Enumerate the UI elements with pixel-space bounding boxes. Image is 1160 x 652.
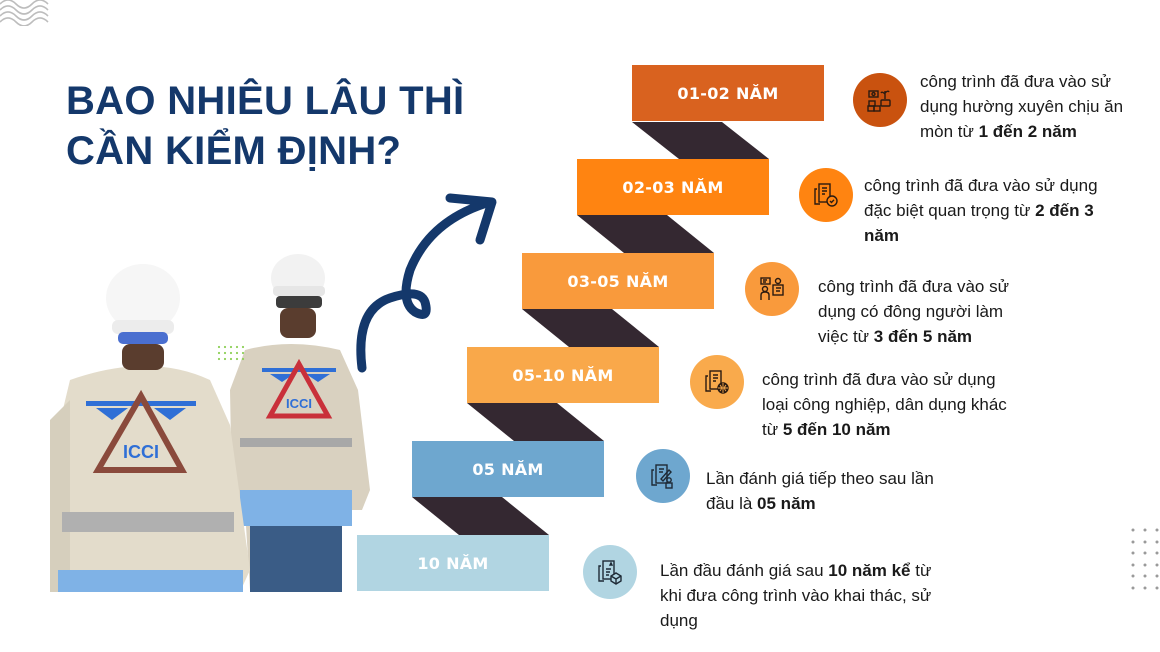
step-icon-5 xyxy=(636,449,690,503)
step-description-4: công trình đã đưa vào sử dụng loại công … xyxy=(762,370,1007,439)
step-label: 01-02 NĂM xyxy=(677,83,779,103)
step-icon-2 xyxy=(799,168,853,222)
step-label: 02-03 NĂM xyxy=(622,177,724,197)
workers-photo: ICCI ICCI xyxy=(50,254,370,592)
worker-left: ICCI xyxy=(50,264,250,592)
step-label: 10 NĂM xyxy=(417,553,489,573)
step-icon-1 xyxy=(853,73,907,127)
document-edit-person-icon xyxy=(651,464,673,489)
people-meeting-icon xyxy=(760,277,784,300)
step-label: 03-05 NĂM xyxy=(567,271,669,291)
worker-right: ICCI xyxy=(230,254,370,592)
document-globe-icon xyxy=(705,370,729,394)
step-label: 05-10 NĂM xyxy=(512,365,614,385)
document-box-icon xyxy=(598,560,622,585)
svg-text:ICCI: ICCI xyxy=(123,442,159,462)
step-description-5: Lần đánh giá tiếp theo sau lần đầu là 05… xyxy=(706,469,934,513)
page-title: BAO NHIÊU LÂU THÌ CẦN KIỂM ĐỊNH? xyxy=(66,76,526,176)
title-line-1: BAO NHIÊU LÂU THÌ xyxy=(66,79,465,123)
waves-decoration-icon xyxy=(0,0,49,26)
step-bar-10: 10 NĂM xyxy=(357,535,549,591)
step-bar-05: 05 NĂM xyxy=(412,441,604,497)
green-dots-decoration xyxy=(217,345,245,361)
step-icon-6 xyxy=(583,545,637,599)
step-icon-4 xyxy=(690,355,744,409)
document-check-icon xyxy=(814,183,838,207)
step-description-1: công trình đã đưa vào sử dụng hường xuyê… xyxy=(920,72,1124,141)
title-line-2: CẦN KIỂM ĐỊNH? xyxy=(66,129,402,173)
construction-materials-icon xyxy=(867,90,891,112)
step-description-2: công trình đã đưa vào sử dụng đặc biệt q… xyxy=(864,176,1098,245)
grey-dots-decoration xyxy=(1131,528,1159,590)
step-bar-02-03: 02-03 NĂM xyxy=(577,159,769,215)
step-description-6: Lần đầu đánh giá sau 10 năm kể từ khi đư… xyxy=(660,561,932,630)
step-label: 05 NĂM xyxy=(472,459,544,479)
curly-arrow-icon xyxy=(356,193,497,373)
step-bar-05-10: 05-10 NĂM xyxy=(467,347,659,403)
svg-text:ICCI: ICCI xyxy=(286,396,312,411)
step-icon-3 xyxy=(745,262,799,316)
step-bar-01-02: 01-02 NĂM xyxy=(632,65,824,121)
step-bar-03-05: 03-05 NĂM xyxy=(522,253,714,309)
step-description-3: công trình đã đưa vào sử dụng có đông ng… xyxy=(818,277,1009,346)
